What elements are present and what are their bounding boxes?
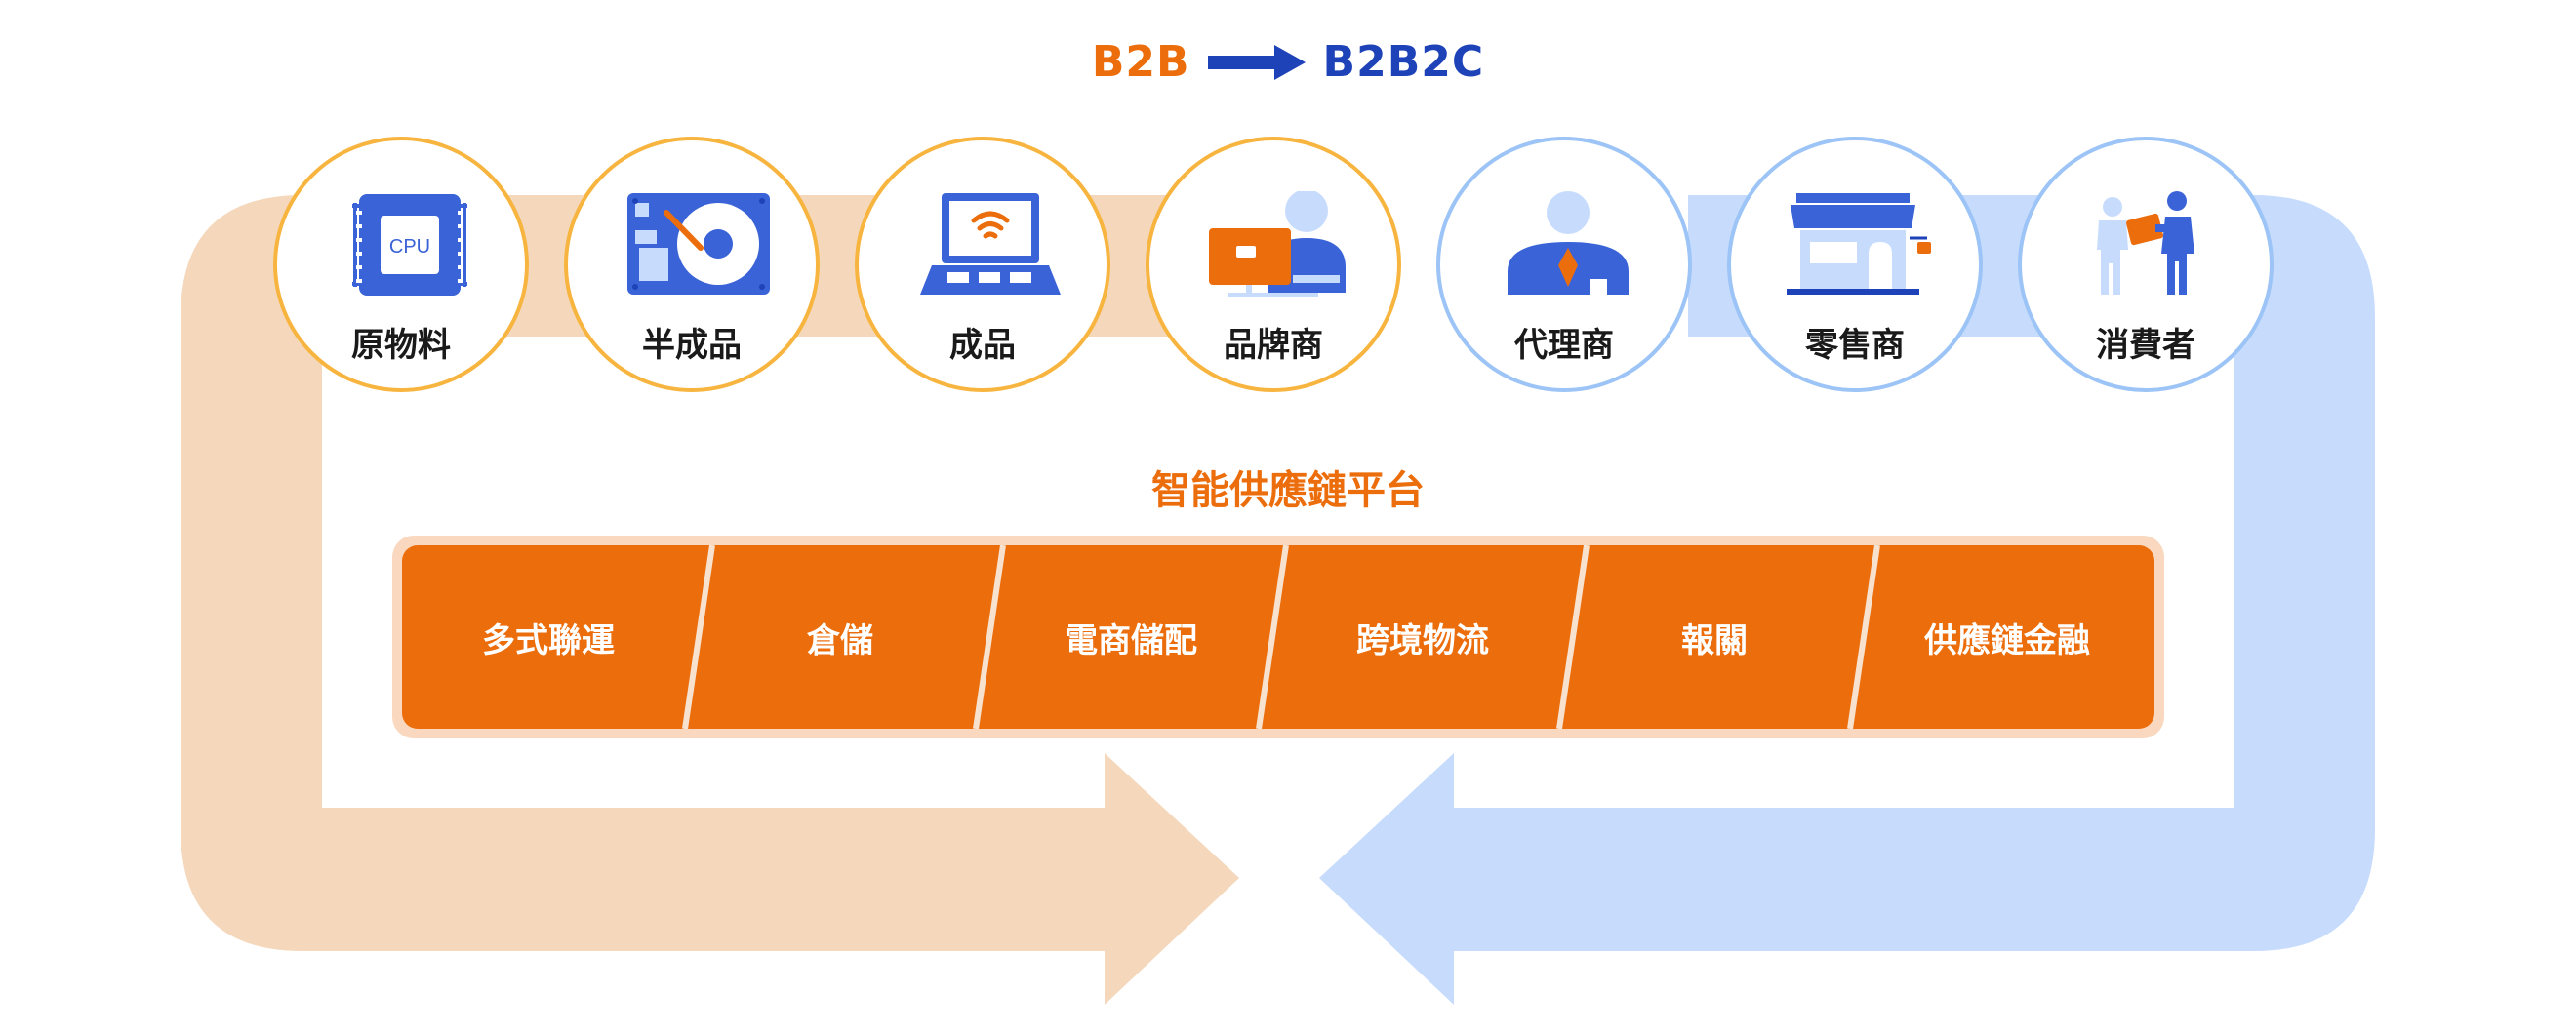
node-label: 成品	[949, 326, 1016, 365]
node-label: 零售商	[1805, 326, 1905, 365]
brand-person-monitor-icon	[1209, 191, 1346, 297]
node-label: 半成品	[642, 326, 742, 365]
platform-title: 智能供應鏈平台	[1151, 468, 1425, 513]
segment-divider	[682, 545, 715, 729]
node-retailer: 零售商	[1727, 137, 1983, 392]
node-raw-materials: CPU 原物料	[273, 137, 529, 392]
platform-services-bar: 多式聯運 倉儲 電商儲配 跨境物流 報關 供應鏈金融	[402, 545, 2154, 729]
node-label: 代理商	[1514, 326, 1614, 365]
hard-drive-icon	[627, 193, 770, 295]
agent-person-icon	[1508, 191, 1629, 295]
right-arrow-icon	[1207, 44, 1306, 80]
service-segment: 跨境物流	[1356, 620, 1489, 660]
segment-divider	[1847, 545, 1880, 729]
b2b-label: B2B	[1091, 37, 1190, 87]
segment-divider	[973, 545, 1006, 729]
b2b2c-label: B2B2C	[1322, 37, 1485, 87]
laptop-wifi-icon	[920, 193, 1061, 295]
delivery-handover-icon	[2097, 191, 2194, 295]
node-label: 消費者	[2096, 326, 2195, 365]
segment-divider	[1556, 545, 1590, 729]
service-segment: 倉儲	[807, 620, 873, 660]
node-label: 原物料	[351, 326, 451, 365]
service-segment: 供應鏈金融	[1924, 620, 2090, 660]
cpu-text: CPU	[389, 236, 430, 258]
service-segment: 電商儲配	[1065, 620, 1197, 660]
node-agent: 代理商	[1436, 137, 1692, 392]
service-segment: 多式聯運	[482, 620, 615, 660]
segment-divider	[1256, 545, 1289, 729]
segment-dividers	[682, 545, 1880, 729]
node-finished-goods: 成品	[855, 137, 1110, 392]
business-model-title: B2B B2B2C	[0, 37, 2576, 87]
storefront-icon	[1787, 193, 1931, 295]
node-label: 品牌商	[1224, 326, 1323, 365]
node-semi-finished: 半成品	[564, 137, 820, 392]
node-consumer: 消費者	[2018, 137, 2274, 392]
cpu-chip-icon: CPU	[352, 194, 467, 296]
node-brand-owner: 品牌商	[1146, 137, 1401, 392]
service-segment: 報關	[1681, 620, 1748, 660]
